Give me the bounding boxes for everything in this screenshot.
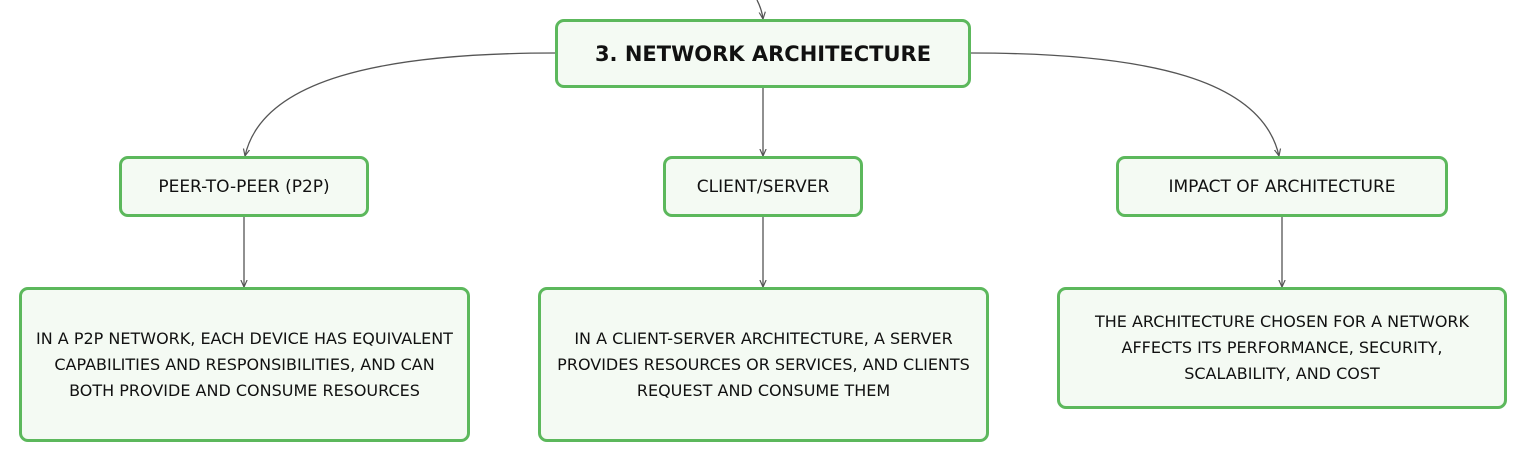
detail-node-client-server[interactable]: IN A CLIENT-SERVER ARCHITECTURE, A SERVE… <box>538 287 989 442</box>
connector-root-to-impact <box>970 52 1279 156</box>
detail-node-peer-to-peer[interactable]: IN A P2P NETWORK, EACH DEVICE HAS EQUIVA… <box>19 287 470 442</box>
detail-node-text: THE ARCHITECTURE CHOSEN FOR A NETWORK AF… <box>1094 312 1470 383</box>
detail-node-text: IN A CLIENT-SERVER ARCHITECTURE, A SERVE… <box>557 328 970 400</box>
detail-node-impact-of-architecture[interactable]: THE ARCHITECTURE CHOSEN FOR A NETWORK AF… <box>1057 287 1507 409</box>
branch-node-label: PEER-TO-PEER (P2P) <box>158 176 330 197</box>
branch-node-label: CLIENT/SERVER <box>696 176 830 197</box>
incoming-connector <box>756 0 763 19</box>
connector-root-to-p2p <box>245 52 556 156</box>
branch-node-peer-to-peer[interactable]: PEER-TO-PEER (P2P) <box>119 156 369 217</box>
detail-node-text: IN A P2P NETWORK, EACH DEVICE HAS EQUIVA… <box>36 328 453 400</box>
root-node-label: 3. NETWORK ARCHITECTURE <box>594 41 932 66</box>
branch-node-client-server[interactable]: CLIENT/SERVER <box>663 156 863 217</box>
branch-node-label: IMPACT OF ARCHITECTURE <box>1168 176 1396 197</box>
branch-node-impact-of-architecture[interactable]: IMPACT OF ARCHITECTURE <box>1116 156 1448 217</box>
root-node[interactable]: 3. NETWORK ARCHITECTURE <box>555 19 971 88</box>
